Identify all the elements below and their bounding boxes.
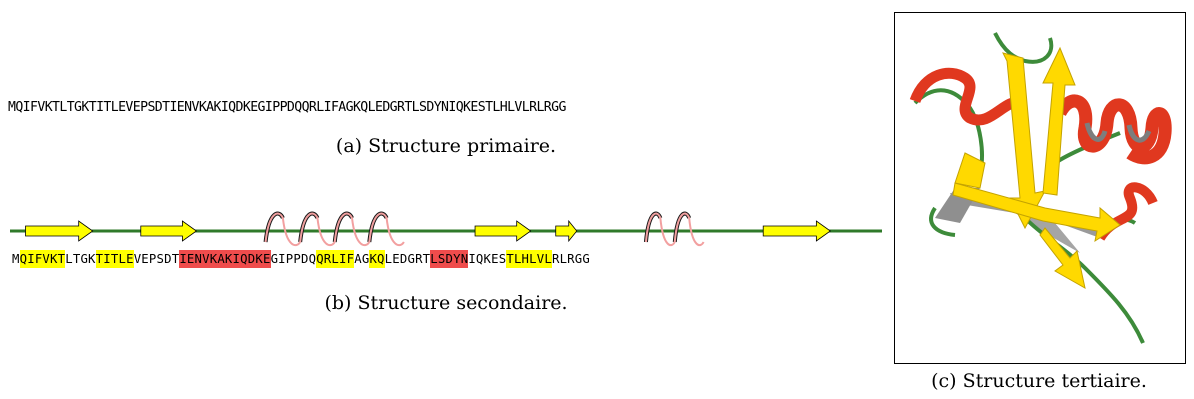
beta-strand-arrow: [762, 220, 832, 242]
beta-strand-arrow: [140, 220, 198, 242]
beta-strand-arrow: [25, 220, 94, 242]
alpha-helix-front: [264, 212, 405, 246]
protein-ribbon-image: [909, 32, 1172, 344]
sequence-segment-coil: VEPSDT: [133, 252, 180, 266]
beta-strand-arrow: [555, 219, 578, 243]
beta-strand-arrow: [954, 152, 986, 189]
beta-strand-arrow: [1002, 52, 1046, 230]
alpha-helix-front: [644, 212, 705, 246]
coil-loop: [993, 32, 1054, 64]
secondary-sequence: MQIFVKTLTGKTITLEVEPSDTIENVKAKIQDKEGIPPDQ…: [12, 250, 888, 272]
sequence-segment-strand: KQ: [369, 250, 385, 268]
beta-strand-arrow: [952, 182, 1121, 243]
secondary-structure-diagram: [10, 211, 882, 246]
alpha-helix-back: [643, 211, 692, 243]
beta-strand-arrow: [1042, 46, 1076, 196]
beta-strand-arrow: [474, 220, 532, 242]
helix-ribbon: [909, 67, 1022, 126]
caption-primary-structure: (a) Structure primaire.: [335, 135, 557, 157]
sequence-segment-strand: QIFVKT: [19, 250, 66, 268]
secondary-structure-elements: [25, 211, 832, 246]
sequence-segment-strand: TITLE: [95, 250, 134, 268]
primary-sequence: MQIFVKTLTGKTITLEVEPSDTIENVKAKIQDKEGIPPDQ…: [8, 100, 566, 115]
coil-loop: [929, 206, 956, 237]
helix-inner-shading: [1084, 122, 1152, 143]
sequence-segment-coil: RLRGG: [551, 252, 590, 266]
sequence-segment-coil: LEDGRT: [384, 252, 431, 266]
sequence-segment-coil: M: [12, 252, 20, 266]
beta-strand-arrow: [1039, 227, 1086, 289]
caption-secondary-structure: (b) Structure secondaire.: [324, 292, 568, 314]
sequence-segment-strand: TLHLVL: [506, 250, 552, 268]
helix-ribbon: [1054, 94, 1172, 165]
sequence-segment-helix: IENVKAKIQDKE: [179, 250, 271, 268]
sequence-segment-coil: IQKES: [468, 252, 507, 266]
tertiary-structure-panel: [894, 12, 1186, 364]
caption-tertiary-structure: (c) Structure tertiaire.: [931, 370, 1147, 392]
sequence-segment-strand: QRLIF: [316, 250, 355, 268]
sequence-segment-coil: LTGK: [65, 252, 96, 266]
sequence-segment-coil: AG: [354, 252, 370, 266]
sequence-segment-helix: LSDYN: [430, 250, 469, 268]
sequence-segment-coil: GIPPDQ: [270, 252, 317, 266]
